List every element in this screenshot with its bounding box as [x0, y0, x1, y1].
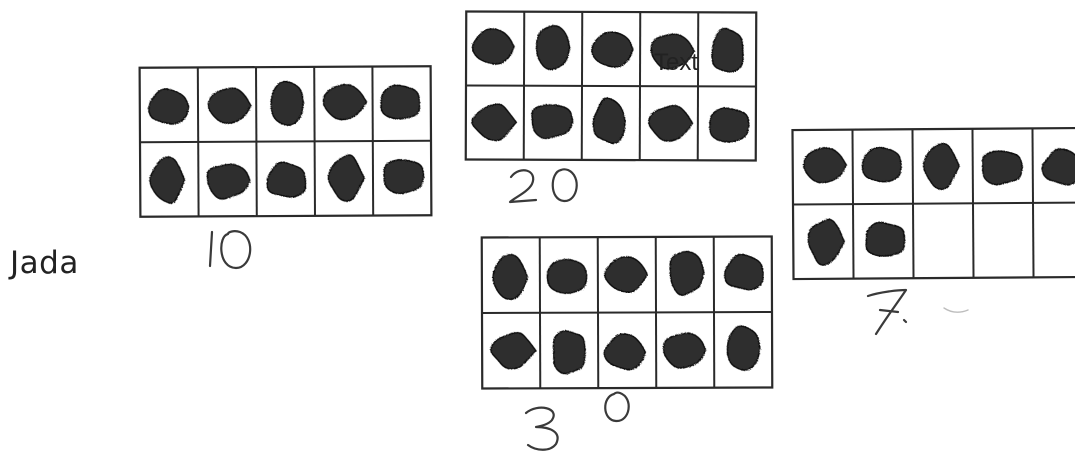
filled-counter — [808, 219, 844, 265]
filled-counter — [381, 85, 419, 119]
filled-counter — [604, 334, 645, 370]
filled-counter — [670, 252, 704, 296]
ten-frame-b — [466, 11, 757, 160]
ten-frame-d — [792, 128, 1075, 279]
filled-counter — [712, 28, 743, 72]
filled-counter — [725, 255, 763, 290]
filled-counter — [547, 260, 586, 294]
filled-counter — [323, 85, 366, 120]
filled-counter — [592, 32, 633, 67]
filled-counter — [271, 82, 303, 126]
ten-frame-a — [140, 66, 432, 217]
filled-counter — [862, 148, 901, 182]
ten-frame-divider — [466, 85, 756, 86]
filled-counter — [149, 89, 189, 124]
filled-counter — [866, 222, 905, 256]
filled-counter — [150, 157, 185, 203]
filled-counter — [493, 255, 528, 300]
handwritten-label-20 — [510, 169, 577, 202]
ten-frame-c — [482, 236, 773, 388]
ten-frame-divider — [482, 312, 772, 313]
filled-counter — [472, 104, 516, 140]
filled-counter — [267, 162, 305, 197]
filled-counter — [328, 155, 364, 201]
filled-counter — [491, 333, 536, 369]
overlay-text-label: Text — [654, 49, 698, 77]
filled-counter — [804, 148, 847, 183]
filled-counter — [605, 257, 648, 292]
filled-counter — [207, 164, 250, 199]
filled-counter — [554, 331, 586, 374]
filled-counter — [663, 333, 705, 368]
filled-counter — [1042, 149, 1075, 185]
filled-counter — [593, 98, 625, 143]
filled-counter — [536, 26, 569, 70]
handwritten-label-10 — [210, 231, 250, 268]
filled-counter — [532, 105, 573, 139]
filled-counter — [384, 160, 424, 194]
student-name-label: Jada — [10, 245, 79, 281]
handwritten-label-30 — [526, 393, 629, 450]
filled-counter — [649, 105, 693, 141]
filled-counter — [923, 144, 959, 190]
filled-counter — [473, 29, 515, 64]
handwritten-label-7 — [868, 290, 968, 334]
filled-counter — [710, 108, 749, 142]
filled-counter — [983, 151, 1023, 185]
filled-counter — [727, 326, 760, 370]
ten-frame-divider — [140, 141, 431, 143]
filled-counter — [208, 88, 251, 123]
